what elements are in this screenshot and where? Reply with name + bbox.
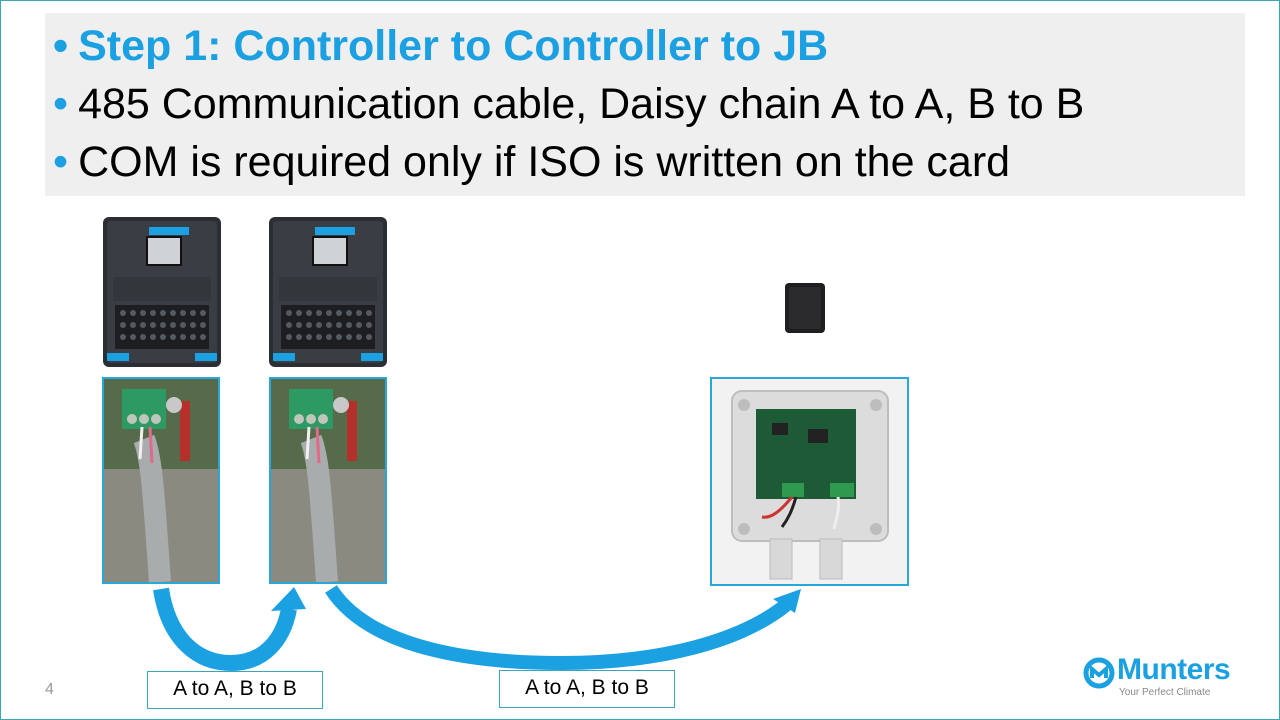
arrow-controller-to-jb [325, 584, 791, 671]
step-title-text: Step 1: Controller to Controller to JB [78, 22, 829, 70]
munters-logo-icon [1083, 657, 1115, 689]
logo-name: Munters [1117, 653, 1231, 686]
munters-logo: Munters Your Perfect Climate [1081, 653, 1241, 703]
cable-text: 485 Communication cable, Daisy chain A t… [78, 80, 1085, 128]
label-left: A to A, B to B [147, 671, 323, 709]
junction-box-photo [710, 377, 909, 586]
com-module-image [785, 283, 825, 333]
terminal-photo-2 [269, 377, 387, 584]
bullet-cable: •485 Communication cable, Daisy chain A … [53, 75, 1084, 133]
page-number: 4 [45, 681, 54, 698]
label-right: A to A, B to B [499, 670, 675, 708]
bullet-com: •COM is required only if ISO is written … [53, 133, 1010, 191]
controller-2-image [269, 217, 387, 367]
arrow-head-right [773, 589, 801, 613]
bullet-marker: • [53, 22, 69, 70]
bullet-marker: • [53, 80, 69, 128]
bullet-marker: • [53, 138, 69, 186]
bullet-box: •Step 1: Controller to Controller to JB … [45, 13, 1245, 196]
com-text: COM is required only if ISO is written o… [78, 138, 1011, 186]
arrow-head-left [271, 587, 306, 611]
logo-tagline: Your Perfect Climate [1119, 687, 1211, 698]
arrow-controller-to-controller [153, 587, 297, 672]
bullet-step-title: •Step 1: Controller to Controller to JB [53, 17, 828, 75]
controller-1-image [103, 217, 221, 367]
terminal-photo-1 [102, 377, 220, 584]
